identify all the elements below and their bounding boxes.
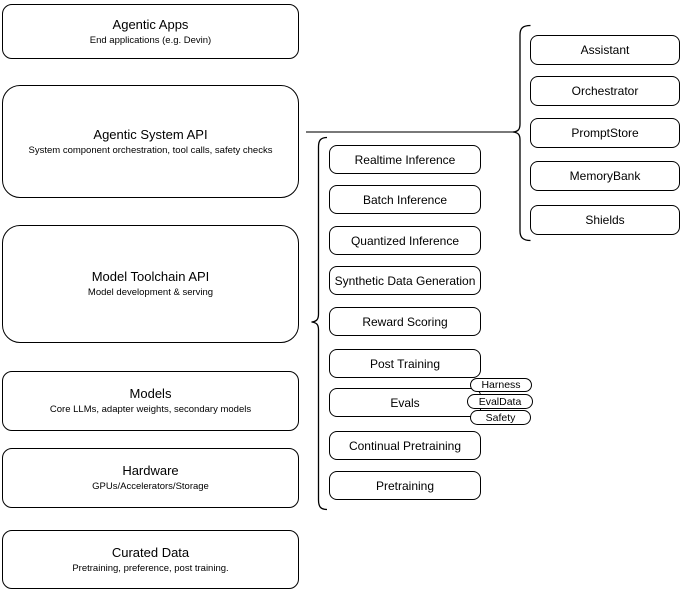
box-label: Realtime Inference xyxy=(354,152,456,167)
box-label: Quantized Inference xyxy=(350,233,460,248)
pill-safety: Safety xyxy=(470,410,531,425)
box-batch-inference: Batch Inference xyxy=(329,185,481,214)
box-model-toolchain-api: Model Toolchain API Model development & … xyxy=(2,225,299,343)
box-subtitle: Model development & serving xyxy=(87,287,214,298)
box-title: Agentic System API xyxy=(93,126,208,142)
box-title: Model Toolchain API xyxy=(91,269,210,284)
box-realtime-inference: Realtime Inference xyxy=(329,145,481,174)
box-post-training: Post Training xyxy=(329,349,481,378)
box-quantized-inference: Quantized Inference xyxy=(329,226,481,255)
pill-label: Safety xyxy=(485,411,516,424)
box-models: Models Core LLMs, adapter weights, secon… xyxy=(2,371,299,431)
box-promptstore: PromptStore xyxy=(530,118,680,148)
box-hardware: Hardware GPUs/Accelerators/Storage xyxy=(2,448,299,508)
box-label: Synthetic Data Generation xyxy=(334,273,476,288)
box-label: Shields xyxy=(585,213,625,227)
box-label: Post Training xyxy=(369,356,441,371)
box-title: Hardware xyxy=(122,463,179,478)
box-pretraining: Pretraining xyxy=(329,471,481,500)
box-agentic-system-api: Agentic System API System component orch… xyxy=(2,85,299,198)
box-synthetic-data-generation: Synthetic Data Generation xyxy=(329,266,481,295)
box-evals: Evals xyxy=(329,388,481,417)
box-label: Assistant xyxy=(580,43,630,57)
toolchain-brace xyxy=(311,136,328,511)
box-orchestrator: Orchestrator xyxy=(530,76,680,106)
pill-label: Harness xyxy=(481,379,521,391)
box-subtitle: Core LLMs, adapter weights, secondary mo… xyxy=(49,404,252,415)
box-label: MemoryBank xyxy=(569,169,641,183)
box-label: Continual Pretraining xyxy=(348,438,462,453)
box-title: Models xyxy=(129,386,172,401)
box-subtitle: System component orchestration, tool cal… xyxy=(28,144,273,156)
box-label: Reward Scoring xyxy=(362,314,448,329)
box-curated-data: Curated Data Pretraining, preference, po… xyxy=(2,530,299,589)
box-label: Orchestrator xyxy=(571,84,639,98)
box-reward-scoring: Reward Scoring xyxy=(329,307,481,336)
box-subtitle: Pretraining, preference, post training. xyxy=(72,562,229,574)
box-continual-pretraining: Continual Pretraining xyxy=(329,431,481,460)
pill-label: EvalData xyxy=(478,395,522,408)
box-title: Curated Data xyxy=(111,544,190,560)
box-memorybank: MemoryBank xyxy=(530,161,680,191)
pill-harness: Harness xyxy=(470,378,532,392)
box-agentic-apps: Agentic Apps End applications (e.g. Devi… xyxy=(2,4,299,59)
box-subtitle: GPUs/Accelerators/Storage xyxy=(92,481,209,492)
box-assistant: Assistant xyxy=(530,35,680,65)
box-label: Pretraining xyxy=(375,478,435,493)
box-shields: Shields xyxy=(530,205,680,235)
box-label: Batch Inference xyxy=(362,192,448,207)
box-title: Agentic Apps xyxy=(112,16,189,32)
box-subtitle: End applications (e.g. Devin) xyxy=(89,34,212,46)
box-label: Evals xyxy=(390,395,420,410)
pill-evaldata: EvalData xyxy=(467,394,533,409)
system-components-brace xyxy=(512,24,531,242)
box-label: PromptStore xyxy=(571,126,639,140)
